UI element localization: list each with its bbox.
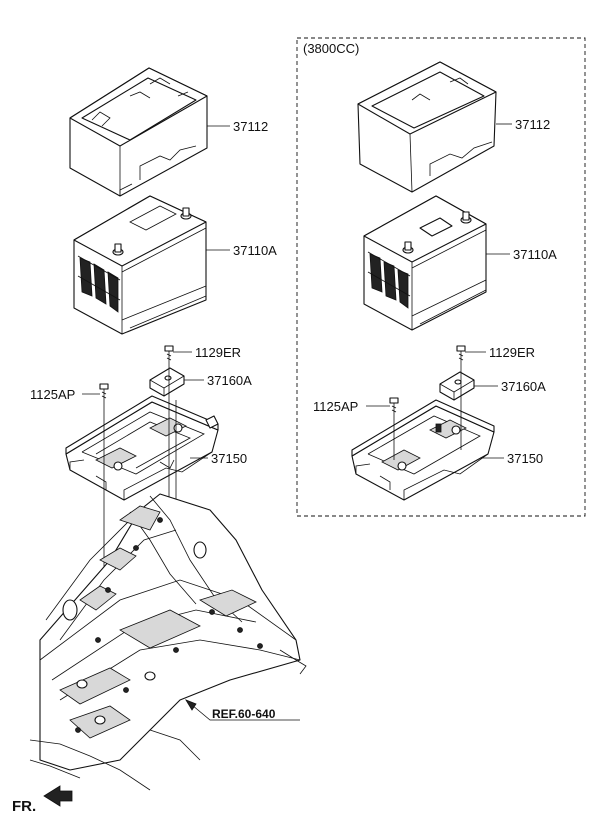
right-label-clamp: 37160A [501,379,546,394]
ref-arrowhead [185,699,197,711]
right-label-bolt-top: 1129ER [489,345,536,360]
body-floor-panel [29,493,307,791]
variant-dashed-box [296,37,586,517]
left-label-bolt-side: 1125AP [30,387,76,402]
reference-label: REF.60-640 [212,707,276,721]
right-label-bolt-side: 1125AP [313,399,359,414]
right-clamp [439,371,475,401]
front-direction-label: FR. [12,798,37,815]
left-label-tray: 37150 [211,451,248,466]
left-bolt-1125ap [99,383,109,400]
right-bolt-1125ap [389,397,399,414]
front-arrow-icon [43,785,73,807]
left-label-clamp: 37160A [207,373,252,388]
variant-label: (3800CC) [303,41,360,56]
right-bolt-1129er [456,345,466,362]
right-battery-tray [351,399,495,501]
left-label-cover: 37112 [233,119,269,134]
left-battery-tray [65,395,219,501]
left-battery-cover [69,67,208,197]
left-label-battery: 37110A [233,243,277,258]
right-label-battery: 37110A [513,247,557,262]
right-battery-cover [357,61,497,193]
left-clamp [149,367,185,397]
right-label-tray: 37150 [507,451,544,466]
left-battery [73,195,207,335]
left-bolt-1129er [164,345,174,362]
right-battery [363,195,487,331]
right-label-cover: 37112 [515,117,551,132]
left-label-bolt-top: 1129ER [195,345,242,360]
